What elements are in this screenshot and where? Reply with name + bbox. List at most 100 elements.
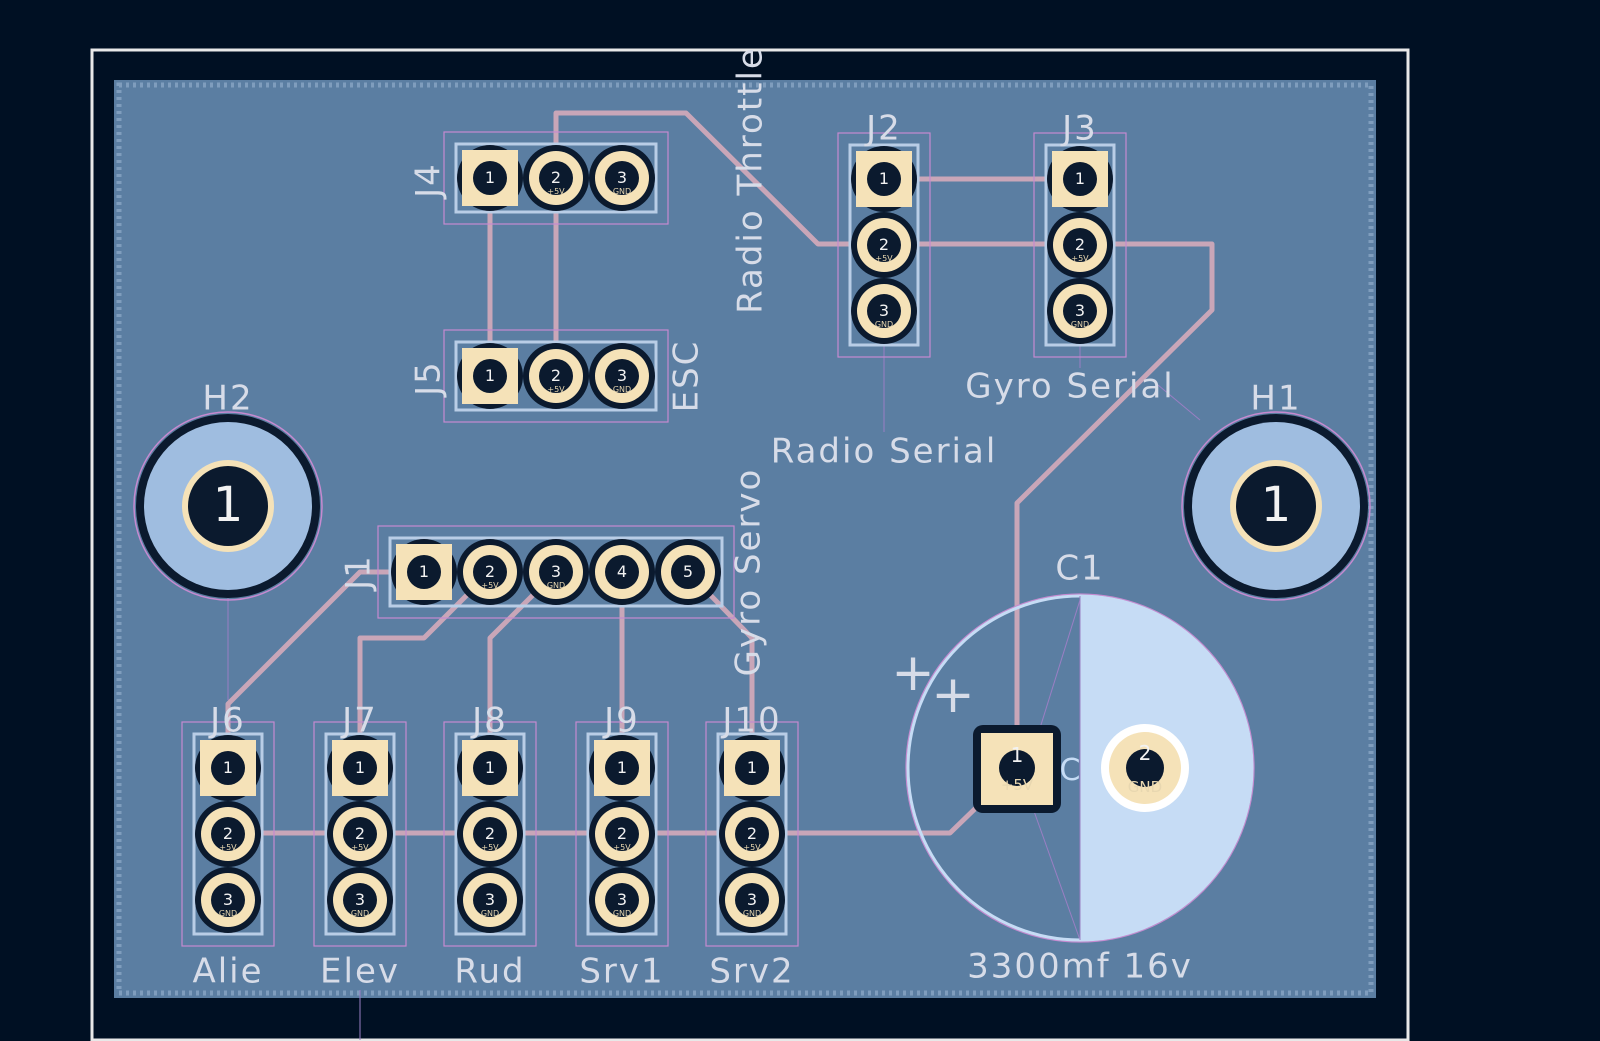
pad-net-label: GND bbox=[547, 581, 565, 590]
pad-net-label: GND bbox=[1128, 778, 1162, 796]
pad-net-label: +5V bbox=[1001, 776, 1034, 794]
value-label: Srv2 bbox=[709, 952, 794, 992]
drill-hole bbox=[473, 555, 507, 589]
drill-hole bbox=[473, 817, 507, 851]
pad-j8-1[interactable]: 1 bbox=[457, 735, 523, 801]
drill-hole bbox=[735, 751, 769, 785]
pad-net-label: +5V bbox=[219, 843, 237, 852]
pad-j2-1[interactable]: 1 bbox=[851, 146, 917, 212]
pad-j10-1[interactable]: 1 bbox=[719, 735, 785, 801]
pad-j9-2[interactable]: 2+5V bbox=[589, 801, 655, 867]
hole-courtyard bbox=[133, 411, 323, 601]
pad-number: 3 bbox=[485, 890, 495, 909]
pad-number: 2 bbox=[223, 824, 233, 843]
hole-reference-label: H1 bbox=[1250, 379, 1301, 419]
courtyard bbox=[443, 131, 669, 225]
pad-number: 1 bbox=[223, 758, 233, 777]
drill-hole bbox=[539, 161, 573, 195]
hole-reference-label: H2 bbox=[202, 379, 253, 419]
pad-j9-1[interactable]: 1 bbox=[589, 735, 655, 801]
drill-hole bbox=[343, 817, 377, 851]
hole-drill bbox=[1236, 466, 1316, 546]
pad-j5-1[interactable]: 1 bbox=[457, 343, 523, 409]
silkscreen-outline bbox=[388, 536, 724, 608]
pad-number: 3 bbox=[617, 168, 627, 187]
pad-number: 1 bbox=[355, 758, 365, 777]
value-label: Rud bbox=[454, 952, 525, 992]
pad-j3-1[interactable]: 1 bbox=[1047, 146, 1113, 212]
pad-number: 3 bbox=[617, 890, 627, 909]
pad-j4-1[interactable]: 1 bbox=[457, 145, 523, 211]
track-5v-to-c1 bbox=[1014, 241, 1215, 771]
drill-hole bbox=[867, 162, 901, 196]
capacitor-courtyard bbox=[905, 593, 1255, 943]
pad-j1-2[interactable]: 2+5V bbox=[457, 539, 523, 605]
pad-j4-2[interactable]: 2+5V bbox=[523, 145, 589, 211]
pad-j6-2[interactable]: 2+5V bbox=[195, 801, 261, 867]
pad-j1-4[interactable]: 4 bbox=[589, 539, 655, 605]
drill-hole bbox=[867, 294, 901, 328]
pad-number: 3 bbox=[747, 890, 757, 909]
pad-j7-2[interactable]: 2+5V bbox=[327, 801, 393, 867]
reference-label: J7 bbox=[340, 701, 378, 741]
courtyard bbox=[377, 525, 735, 619]
pad-number: 1 bbox=[1011, 743, 1024, 767]
pad-j7-1[interactable]: 1 bbox=[327, 735, 393, 801]
mounting-hole-h1[interactable]: 1H1 bbox=[1181, 379, 1371, 601]
pad-number: 1 bbox=[747, 758, 757, 777]
drill-hole bbox=[605, 817, 639, 851]
silkscreen-outline bbox=[454, 340, 658, 412]
pad-j8-2[interactable]: 2+5V bbox=[457, 801, 523, 867]
pad-number: 1 bbox=[485, 758, 495, 777]
pad-j1-5[interactable]: 5 bbox=[655, 539, 721, 605]
pad-j1-1[interactable]: 1 bbox=[391, 539, 457, 605]
pad-number: 1 bbox=[617, 758, 627, 777]
pad-net-label: +5V bbox=[481, 843, 499, 852]
reference-label: J6 bbox=[208, 701, 246, 741]
mounting-hole-h2[interactable]: 1H2 bbox=[133, 379, 323, 601]
pad-net-label: +5V bbox=[481, 581, 499, 590]
silkscreen-outline bbox=[324, 732, 396, 936]
reference-label: J3 bbox=[1060, 109, 1098, 149]
pad-number: 4 bbox=[617, 562, 627, 581]
pad-number: 3 bbox=[551, 562, 561, 581]
pad-j2-2[interactable]: 2+5V bbox=[851, 212, 917, 278]
pad-net-label: +5V bbox=[547, 187, 565, 196]
drill-hole bbox=[605, 359, 639, 393]
courtyard bbox=[313, 721, 407, 947]
pad-number: 1 bbox=[879, 169, 889, 188]
pad-j3-2[interactable]: 2+5V bbox=[1047, 212, 1113, 278]
pad-j10-2[interactable]: 2+5V bbox=[719, 801, 785, 867]
reference-label: J10 bbox=[720, 701, 781, 741]
pad-j6-1[interactable]: 1 bbox=[195, 735, 261, 801]
pad-j5-2[interactable]: 2+5V bbox=[523, 343, 589, 409]
pad-number: 3 bbox=[879, 301, 889, 320]
courtyard bbox=[1033, 132, 1127, 358]
pad-c1-1[interactable]: 1 +5V bbox=[973, 725, 1061, 813]
silkscreen-outline bbox=[454, 732, 526, 936]
drill-hole bbox=[473, 161, 507, 195]
